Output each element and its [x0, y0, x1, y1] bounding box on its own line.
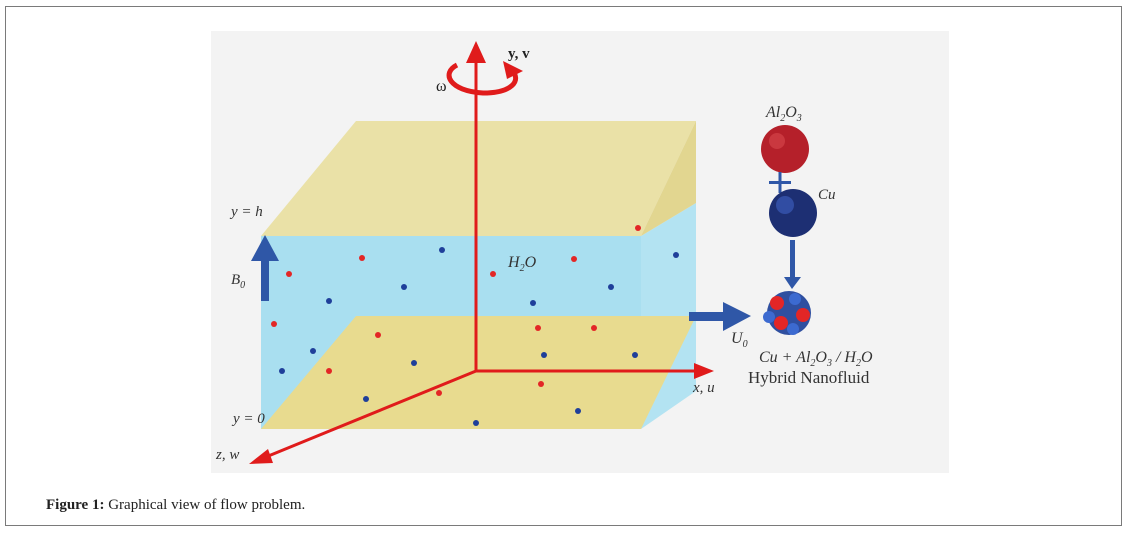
- caption-label: Figure 1:: [46, 497, 105, 513]
- velocity-arrow: [689, 302, 751, 331]
- caption-text: Graphical view of flow problem.: [104, 497, 306, 513]
- u0-label: U0: [731, 330, 748, 350]
- axes: [249, 41, 714, 464]
- plus-sign: [769, 172, 791, 193]
- cu-label: Cu: [818, 187, 836, 203]
- al2o3-particle: [761, 125, 809, 173]
- figure-caption: Figure 1: Graphical view of flow problem…: [46, 497, 305, 514]
- z-axis-label: z, w: [215, 447, 239, 463]
- flow-diagram: y, v ω y = h y = 0 B0 z, w x, u H2O U0 A…: [211, 31, 949, 473]
- y-bottom-label: y = 0: [231, 411, 265, 427]
- x-axis-label: x, u: [692, 380, 715, 396]
- figure-frame: y, v ω y = h y = 0 B0 z, w x, u H2O U0 A…: [5, 6, 1122, 526]
- down-arrow: [784, 240, 801, 289]
- b0-label: B0: [231, 272, 245, 291]
- nanoparticles: [271, 225, 679, 426]
- diagram-svg: y, v ω y = h y = 0 B0 z, w x, u H2O U0 A…: [211, 31, 949, 473]
- hybrid-particle: [763, 291, 811, 335]
- y-top-label: y = h: [229, 204, 263, 220]
- top-plate: [261, 121, 696, 236]
- top-plate-edge: [641, 121, 696, 236]
- rotation-icon: [446, 61, 523, 96]
- al2o3-label: Al2O3: [765, 104, 802, 124]
- cu-particle: [769, 189, 817, 237]
- h2o-label: H2O: [507, 254, 537, 274]
- y-axis-label: y, v: [508, 46, 530, 62]
- mixture-label: Cu + Al2O3 / H2O: [759, 349, 873, 369]
- hybrid-nanofluid-label: Hybrid Nanofluid: [748, 368, 870, 387]
- magnetic-field-arrow: [251, 235, 279, 301]
- omega-label: ω: [436, 78, 447, 95]
